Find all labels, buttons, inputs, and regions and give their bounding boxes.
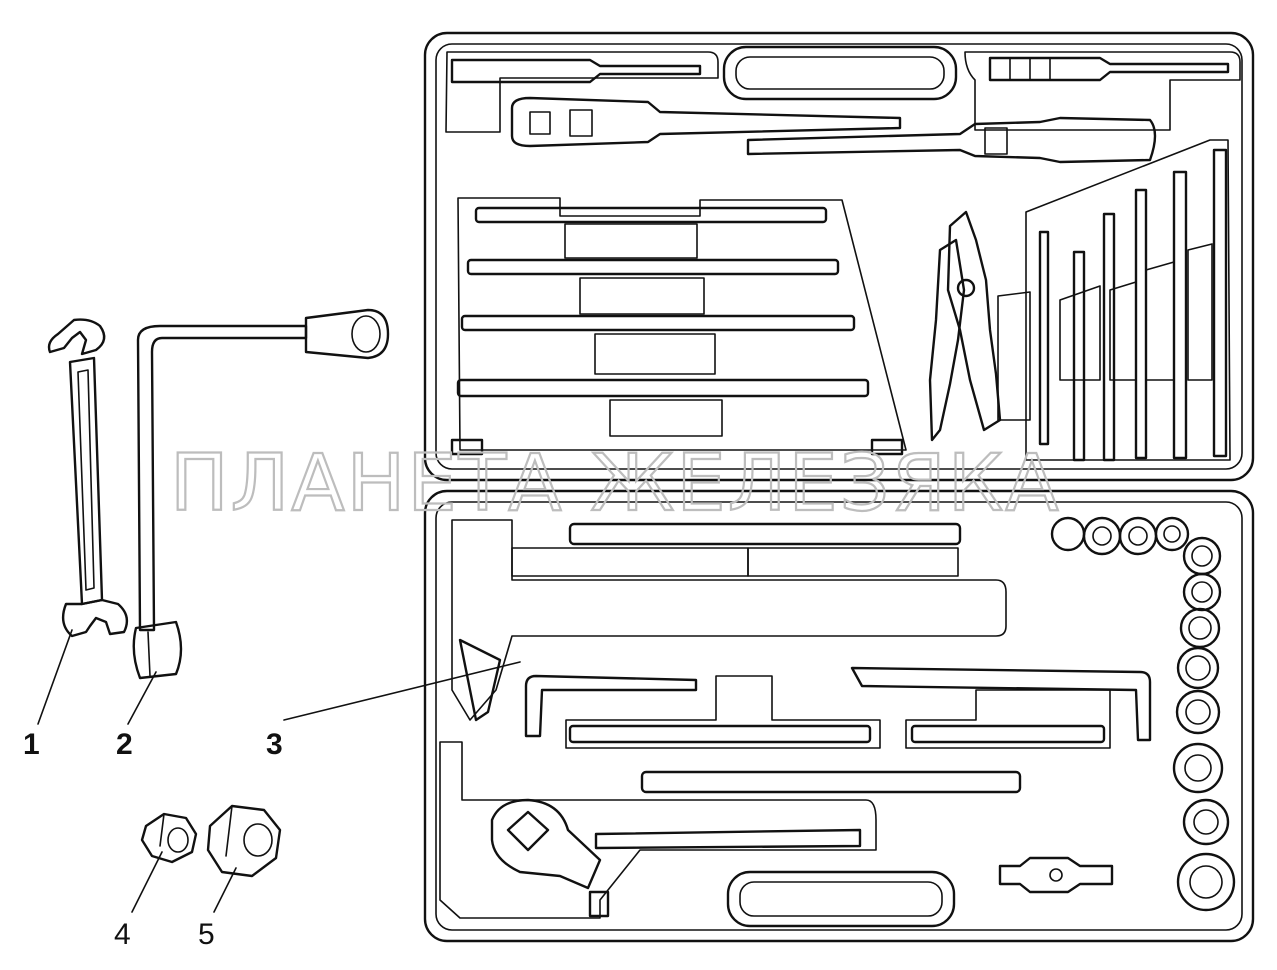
watermark: ПЛАНЕТА ЖЕЛЕЗЯКА (170, 439, 1061, 529)
small-nut (140, 812, 198, 864)
leader-line-1 (37, 629, 73, 725)
callout-5: 5 (198, 918, 215, 951)
case-lid (423, 31, 1255, 482)
callout-4: 4 (114, 918, 131, 951)
large-nut (206, 804, 282, 878)
leader-line-3 (283, 661, 521, 721)
callout-1: 1 (23, 728, 40, 761)
case-base (423, 489, 1255, 943)
callout-2: 2 (116, 728, 133, 761)
tool-case (423, 31, 1255, 943)
open-end-wrench (47, 318, 129, 638)
leader-line-2 (127, 671, 157, 725)
sockets-row (1050, 516, 1190, 556)
sockets-column (1172, 536, 1236, 912)
callout-3: 3 (266, 728, 283, 761)
leader-line-5 (213, 867, 237, 913)
l-socket-wrench (132, 308, 390, 680)
leader-line-4 (131, 851, 163, 913)
